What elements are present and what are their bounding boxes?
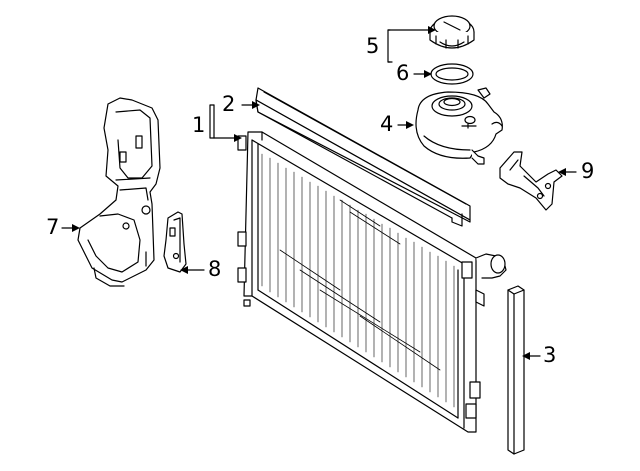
callout-6: 6: [396, 61, 410, 85]
callout-5: 5: [366, 34, 380, 58]
callout-1: 1: [192, 113, 206, 137]
leader-arrowheads: [72, 26, 566, 360]
air-deflector: [77, 97, 161, 287]
coolant-reservoir: [415, 87, 503, 165]
callout-7: 7: [46, 215, 60, 239]
callout-9: 9: [581, 159, 595, 183]
callout-8: 8: [208, 257, 222, 281]
leader-lines: [61, 29, 577, 357]
mounting-bracket: [163, 211, 187, 273]
callout-3: 3: [543, 343, 557, 367]
side-seal-strip: [507, 285, 525, 455]
radiator: [237, 131, 507, 433]
cap-gasket: [430, 63, 474, 85]
callout-2: 2: [222, 92, 236, 116]
upper-seal-strip: [255, 87, 471, 227]
reservoir-cap: [429, 15, 475, 49]
callout-4: 4: [380, 112, 394, 136]
reservoir-bracket: [499, 151, 563, 211]
